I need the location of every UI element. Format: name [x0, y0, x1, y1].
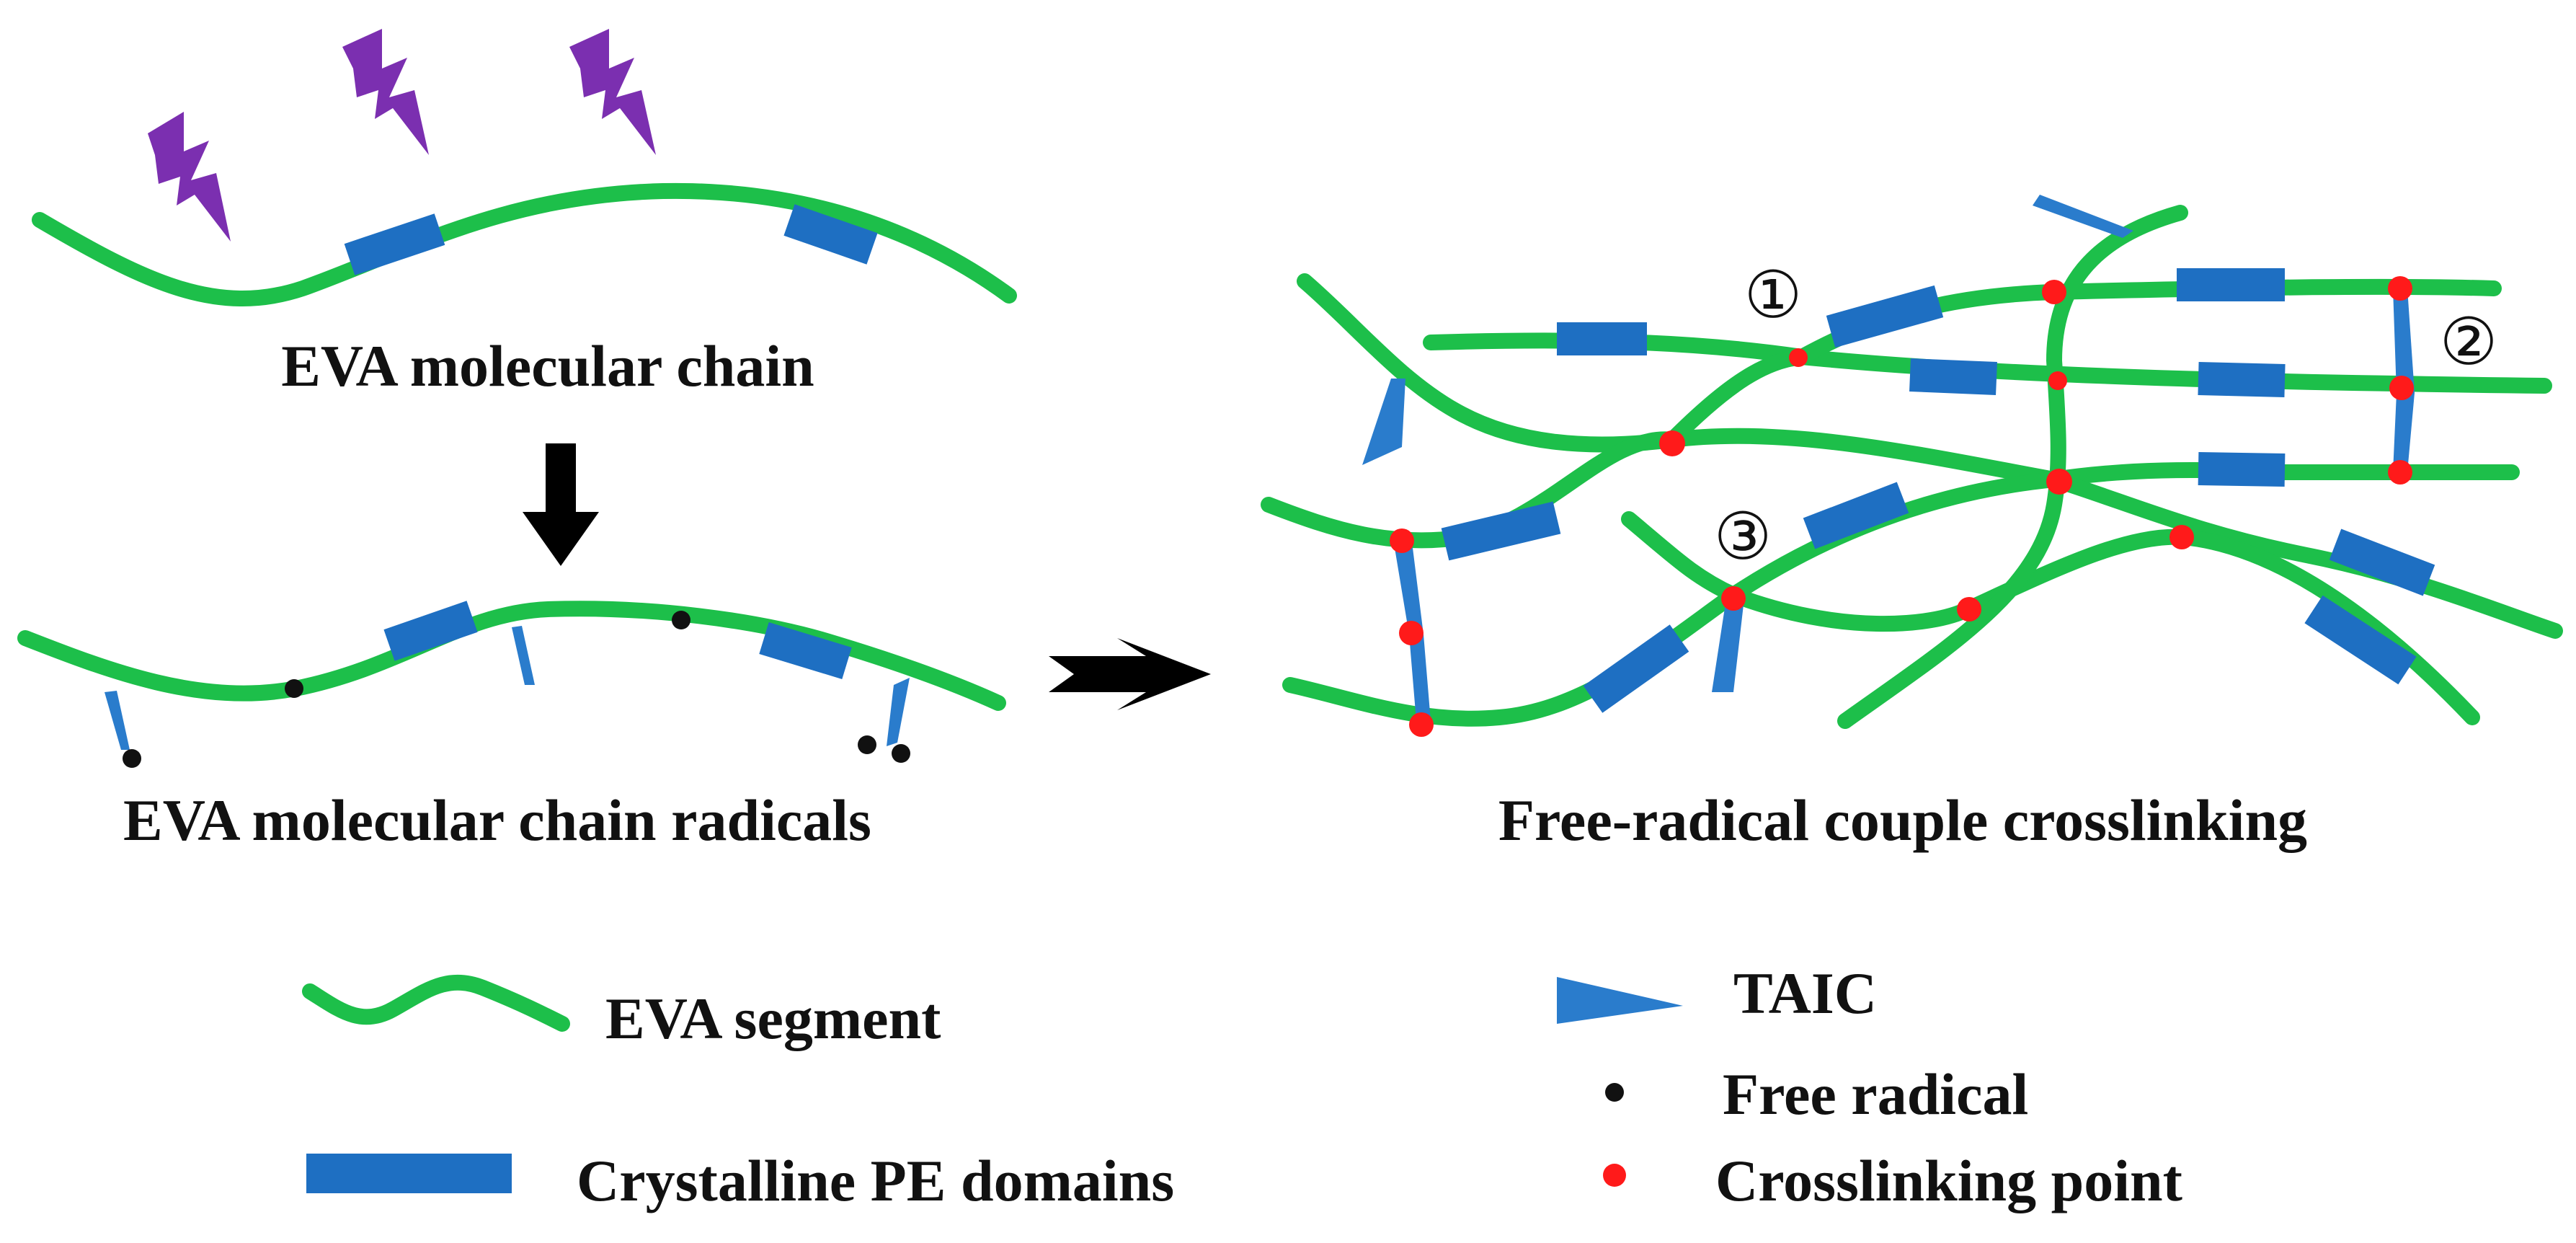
crosslink-point: [1659, 430, 1685, 456]
eva-segment: [17, 601, 1006, 711]
pe-domain: [2304, 595, 2417, 685]
crosslink-point: [2388, 276, 2412, 301]
legend-free-radical: Free radical: [1723, 1061, 2028, 1127]
legend-pe-domains: Crystalline PE domains: [577, 1148, 1174, 1213]
eva-segment: [1664, 349, 1810, 448]
legend: EVA segment Crystalline PE domains TAIC …: [302, 960, 2182, 1213]
eva-chain-radicals: [17, 601, 1006, 768]
pe-domain: [1803, 482, 1909, 549]
crosslinked-network: [1261, 195, 2563, 737]
pe-domain: [783, 204, 878, 265]
legend-crosslink-point: Crosslinking point: [1715, 1148, 2182, 1213]
eva-segment: [1837, 205, 2188, 729]
pe-domain: [2329, 528, 2435, 596]
legend-free-radical-swatch: [1605, 1083, 1624, 1102]
taic-icon: [1712, 598, 1744, 692]
pe-domain: [1583, 624, 1689, 713]
crosslink-point: [2169, 525, 2194, 549]
lightning-bolt-icon: [148, 112, 231, 242]
pe-domain: [2198, 362, 2286, 397]
marker-2: ②: [2440, 304, 2498, 380]
legend-eva-segment: EVA segment: [605, 986, 941, 1051]
crosslink-point: [2042, 280, 2066, 304]
label-crosslinking: Free-radical couple crosslinking: [1498, 787, 2307, 853]
eva-chain-top: [32, 182, 1017, 307]
free-radical: [892, 744, 910, 763]
crosslink-point: [1390, 528, 1414, 553]
eva-segment: [1297, 273, 2062, 487]
free-radical: [285, 679, 303, 698]
lightning-bolt-icon: [342, 29, 429, 155]
taic-icon: [2033, 195, 2133, 238]
crosslink-point: [2048, 371, 2067, 390]
crosslink-point: [1399, 621, 1424, 645]
taic-icon: [2393, 393, 2415, 472]
taic-icon: [105, 691, 130, 750]
marker-1: ①: [1744, 257, 1803, 333]
pe-domain: [1826, 285, 1944, 348]
free-radical: [858, 735, 876, 754]
arrow-right-icon: [1049, 638, 1211, 710]
taic-icon: [1395, 548, 1424, 634]
legend-taic: TAIC: [1733, 960, 1877, 1026]
legend-taic-icon: [1557, 977, 1683, 1024]
crosslink-point: [1957, 597, 1981, 622]
lightning-bolt-icon: [569, 29, 656, 155]
crosslink-point: [1789, 348, 1808, 367]
label-eva-radicals: EVA molecular chain radicals: [123, 787, 871, 853]
eva-segment: [2046, 472, 2563, 639]
pe-domain: [383, 601, 478, 661]
crosslink-point: [2388, 460, 2412, 485]
label-eva-chain: EVA molecular chain: [281, 333, 814, 399]
pe-domain: [344, 213, 445, 275]
crosslink-point: [1721, 586, 1746, 611]
taic-icon: [887, 678, 910, 746]
legend-pe-domain-swatch: [306, 1154, 512, 1193]
arrow-down-icon: [523, 443, 599, 566]
taic-icon: [512, 626, 535, 685]
crosslink-point: [1409, 712, 1434, 737]
pe-domain: [1909, 358, 1997, 395]
taic-icon: [2393, 288, 2415, 393]
crosslink-point: [2389, 376, 2414, 400]
taic-icon: [1409, 634, 1431, 721]
pe-domain: [1441, 501, 1561, 561]
eva-segment: [32, 182, 1017, 307]
free-radical: [123, 749, 141, 768]
pe-domain: [759, 622, 852, 680]
pe-domain: [2198, 452, 2286, 487]
crosslink-point: [2046, 469, 2072, 495]
marker-3: ③: [1714, 499, 1772, 575]
taic-icon: [1362, 379, 1405, 465]
uv-irradiation: [148, 29, 656, 242]
legend-eva-segment-swatch: [302, 974, 570, 1032]
legend-crosslink-swatch: [1603, 1164, 1626, 1187]
free-radical: [672, 611, 690, 629]
